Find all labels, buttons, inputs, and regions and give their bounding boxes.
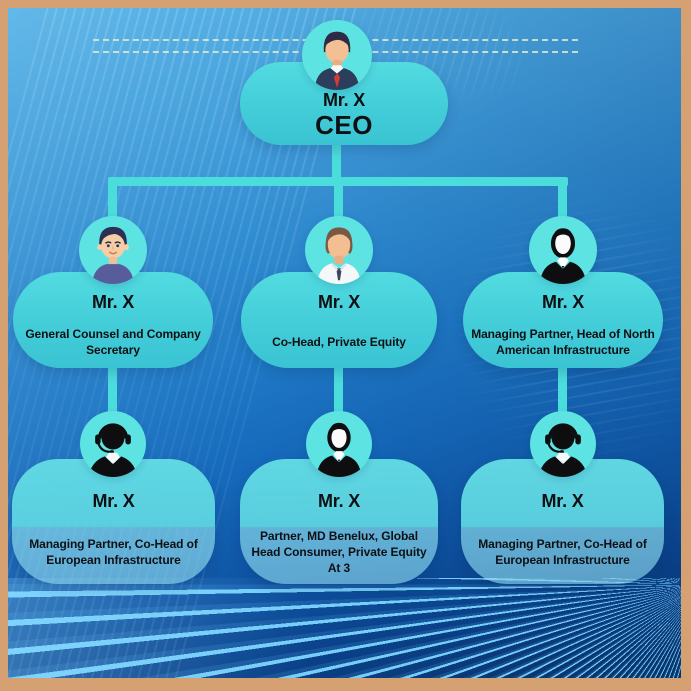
node-name: Mr. X bbox=[322, 90, 365, 110]
connector-ceo-stub bbox=[332, 143, 341, 181]
connector-horizontal-bar bbox=[108, 177, 568, 186]
business-silhouette-avatar-icon bbox=[306, 411, 372, 477]
connector-l2-l3-right bbox=[558, 364, 567, 414]
connector-drop-right bbox=[558, 183, 567, 221]
org-node-cohead-euro-infra-left: Mr. X Managing Partner, Co-Head of Europ… bbox=[12, 459, 215, 584]
node-role: Managing Partner, Head of North American… bbox=[471, 327, 655, 357]
node-name: Mr. X bbox=[91, 292, 134, 312]
node-role: Partner, MD Benelux, Global Head Consume… bbox=[251, 529, 427, 575]
node-name: Mr. X bbox=[92, 491, 135, 511]
org-node-partner-benelux: Mr. X Partner, MD Benelux, Global Head C… bbox=[240, 459, 438, 584]
support-headset-avatar-icon bbox=[530, 411, 596, 477]
org-node-general-counsel: Mr. X General Counsel and Company Secret… bbox=[13, 272, 213, 368]
young-man-avatar-icon bbox=[79, 216, 147, 284]
business-silhouette-avatar-icon bbox=[529, 216, 597, 284]
connector-drop-left bbox=[108, 183, 117, 221]
node-role: CEO bbox=[315, 109, 373, 140]
connector-l2-l3-mid bbox=[334, 364, 343, 414]
connector-drop-mid bbox=[334, 183, 343, 221]
node-name: Mr. X bbox=[317, 491, 360, 511]
org-node-cohead-euro-infra-right: Mr. X Managing Partner, Co-Head of Europ… bbox=[461, 459, 664, 584]
node-role: General Counsel and Company Secretary bbox=[25, 327, 201, 357]
node-role: Managing Partner, Co-Head of European In… bbox=[29, 537, 198, 567]
support-headset-avatar-icon bbox=[80, 411, 146, 477]
node-role: Managing Partner, Co-Head of European In… bbox=[478, 537, 647, 567]
node-name: Mr. X bbox=[317, 292, 360, 312]
org-node-cohead-private-equity: Mr. X Co-Head, Private Equity bbox=[241, 272, 437, 368]
node-name: Mr. X bbox=[541, 491, 584, 511]
businessman-tie-avatar-icon bbox=[305, 216, 373, 284]
org-node-managing-partner-na: Mr. X Managing Partner, Head of North Am… bbox=[463, 272, 663, 368]
executive-red-tie-avatar-icon bbox=[302, 20, 372, 90]
connector-l2-l3-left bbox=[108, 364, 117, 414]
perspective-line-fan bbox=[0, 578, 691, 691]
node-role: Co-Head, Private Equity bbox=[272, 335, 406, 350]
node-name: Mr. X bbox=[541, 292, 584, 312]
